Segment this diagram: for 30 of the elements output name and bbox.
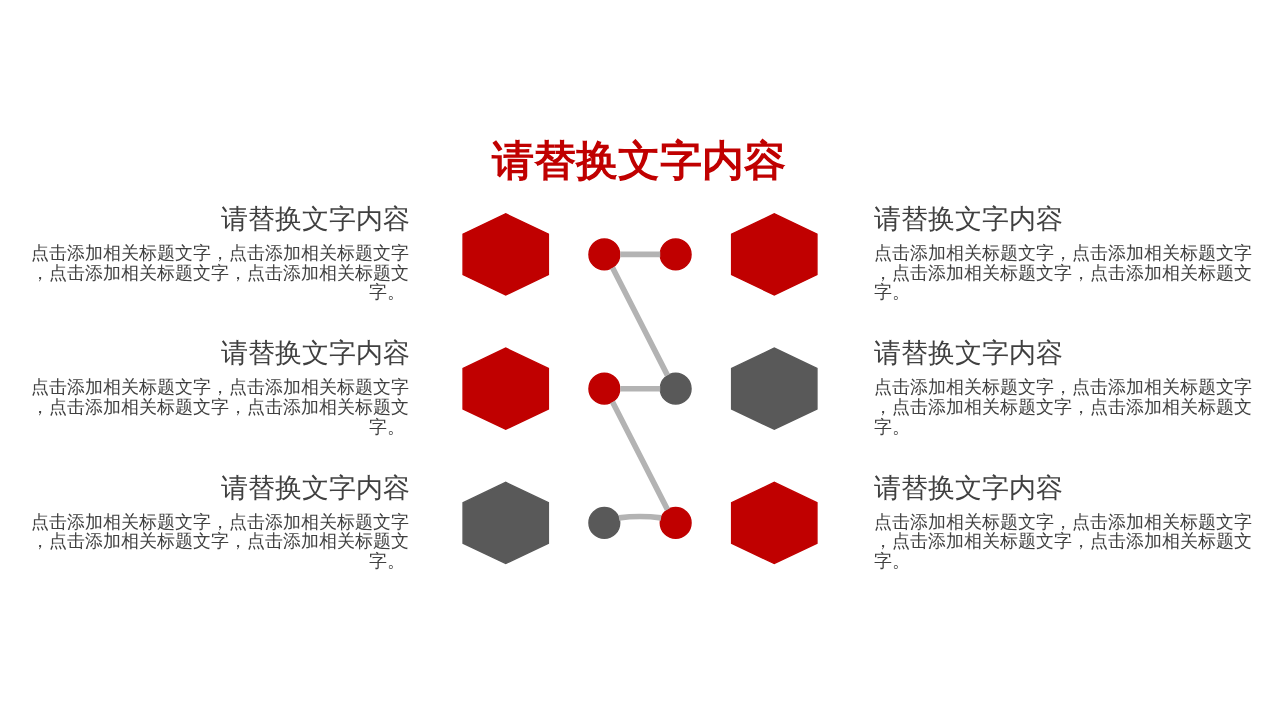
node-label: 点击添加相关标题文字，点击添加相关标题文字，点击添加相关标题文字，点击添加相关标题文字。 (30, 510, 409, 571)
node-label: 点击添加相关标题文字，点击添加相关标题文字，点击添加相关标题文字，点击添加相关标题文字。 (874, 376, 1253, 437)
connector (620, 251, 661, 258)
node-label: 请替换文字内容 (221, 337, 411, 369)
diagram-title: 请替换文字内容 (492, 136, 787, 186)
node-label: 请替换文字内容 (221, 471, 411, 503)
node-label: 请替换文字内容 (874, 203, 1064, 235)
connector (610, 400, 670, 511)
node-hexagon (730, 213, 818, 296)
node-hexagon (462, 213, 550, 296)
node-label: 请替换文字内容 (221, 203, 411, 235)
node-label: 点击添加相关标题文字，点击添加相关标题文字，点击添加相关标题文字，点击添加相关标题文字。 (30, 376, 409, 437)
node-label: 点击添加相关标题文字，点击添加相关标题文字，点击添加相关标题文字，点击添加相关标题文字。 (30, 242, 409, 303)
node-label: 请替换文字内容 (874, 337, 1064, 369)
node-circle (659, 238, 692, 271)
node-hexagon (730, 481, 818, 565)
connector (618, 513, 662, 521)
node-circle (659, 506, 692, 540)
node-circle (588, 238, 621, 271)
node-hexagon (462, 481, 550, 565)
node-hexagon (462, 347, 550, 430)
connector (610, 266, 670, 377)
node-hexagon (730, 347, 818, 430)
connector (620, 385, 661, 392)
node-label: 点击添加相关标题文字，点击添加相关标题文字，点击添加相关标题文字，点击添加相关标题文字。 (874, 510, 1253, 571)
node-circle (588, 372, 621, 405)
node-label: 点击添加相关标题文字，点击添加相关标题文字，点击添加相关标题文字，点击添加相关标题文字。 (874, 242, 1253, 303)
node-circle (588, 506, 621, 540)
node-circle (659, 372, 692, 405)
node-label: 请替换文字内容 (874, 471, 1064, 503)
